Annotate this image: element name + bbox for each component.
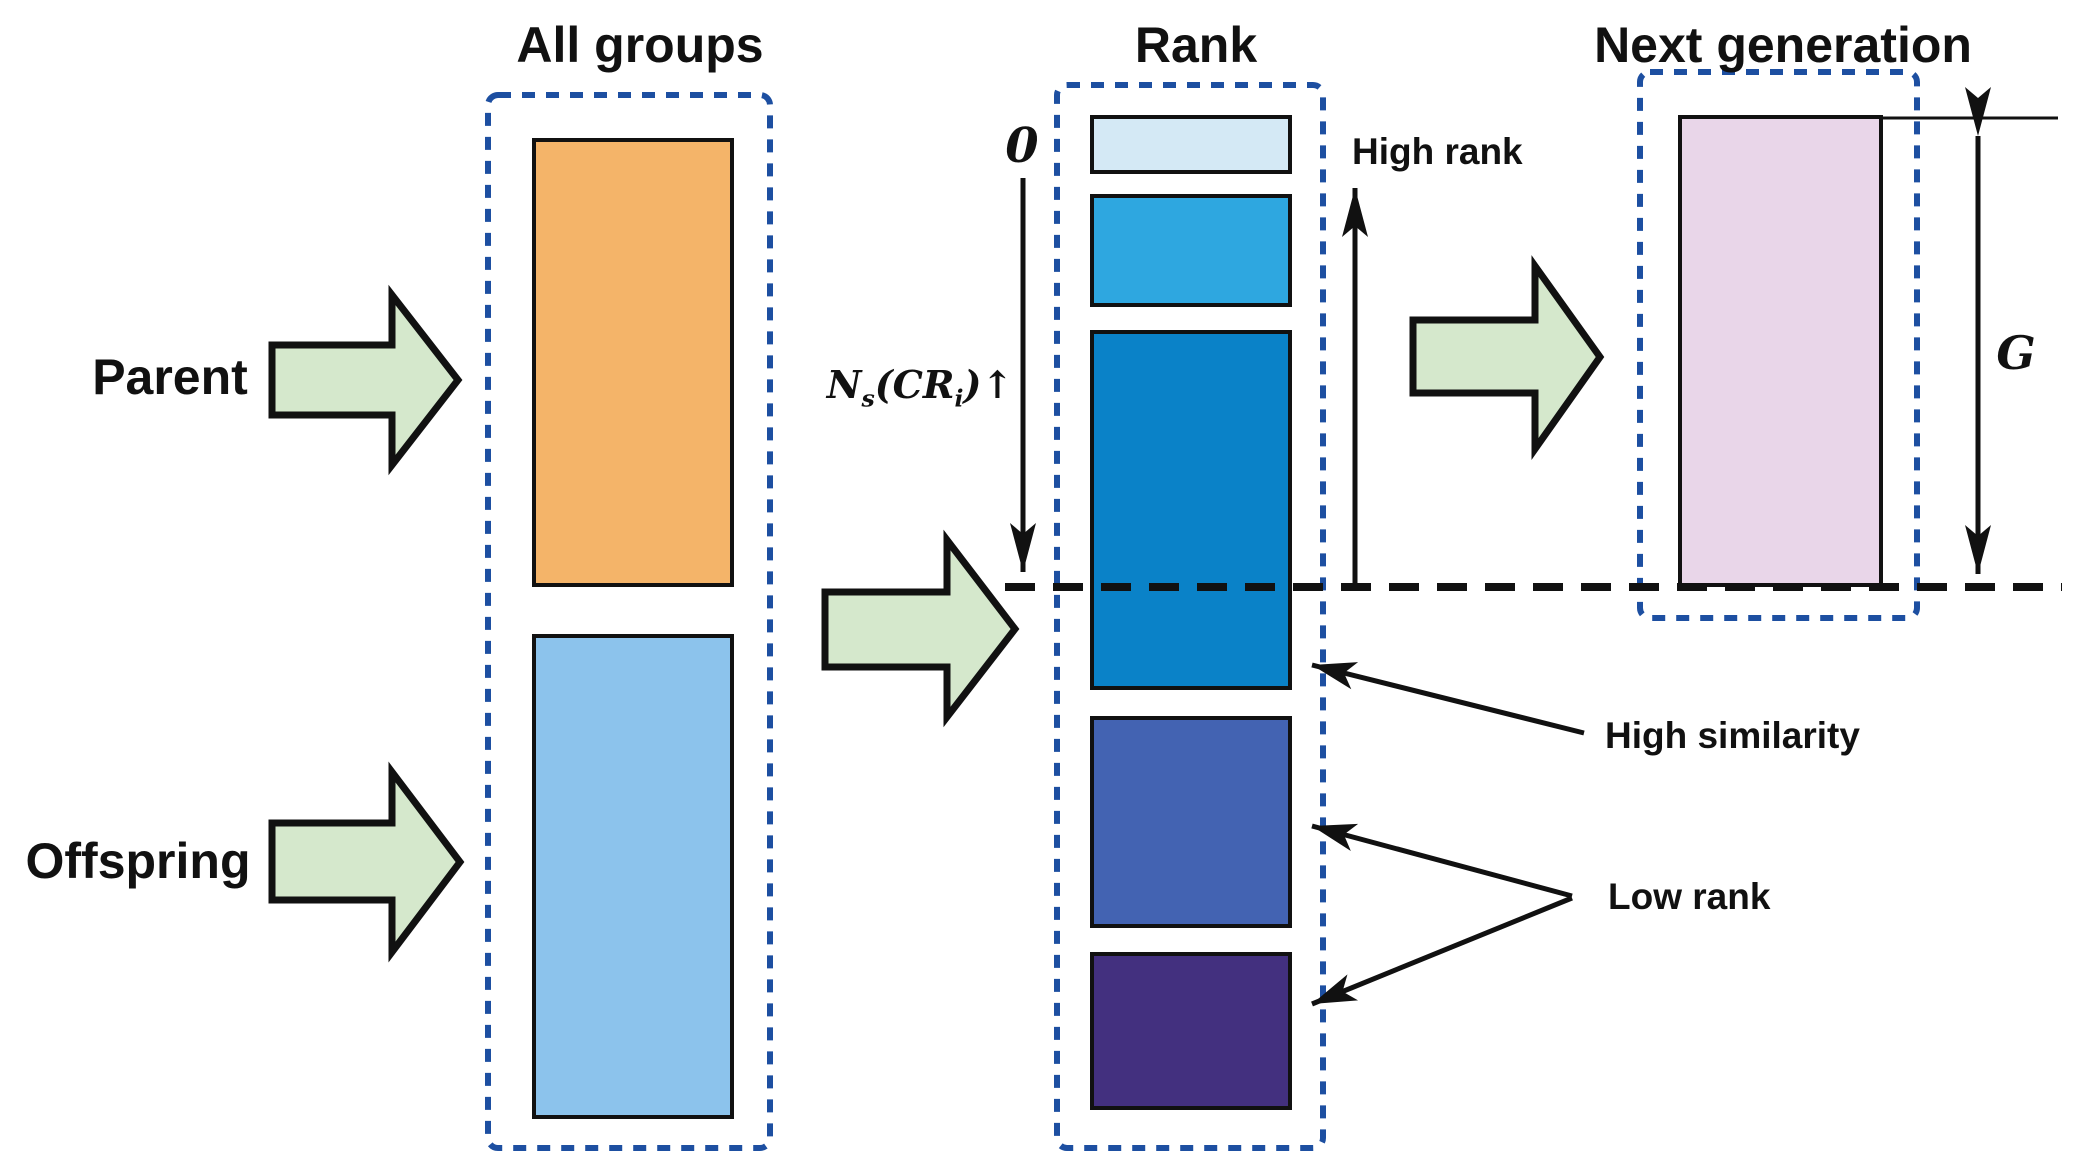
next-generation-dashed-box bbox=[1637, 69, 1920, 621]
ns-formula-sub-i: i bbox=[954, 384, 964, 413]
high-similarity-label: High similarity bbox=[1605, 715, 1860, 756]
next-generation-title: Next generation bbox=[1594, 17, 1972, 73]
ns-formula-end-arrow: )↑ bbox=[963, 362, 1014, 407]
rank-4-rect bbox=[1090, 716, 1292, 928]
g-label: G bbox=[1996, 326, 2036, 380]
rank-3-rect bbox=[1090, 330, 1292, 690]
low-rank-arrow-lower-icon bbox=[1311, 895, 1573, 1007]
offspring-label: Offspring bbox=[25, 833, 251, 889]
ns-formula-sub-s: s bbox=[861, 384, 875, 413]
high-similarity-arrow-icon bbox=[1311, 662, 1585, 736]
ns-formula-cr: (CR bbox=[874, 362, 955, 407]
parent-flow-arrow-icon bbox=[268, 284, 463, 476]
selection-flow-arrow-icon bbox=[1409, 255, 1605, 461]
all-groups-dashed-box bbox=[485, 92, 773, 1151]
offspring-group-rect bbox=[532, 634, 734, 1119]
rank-1-rect bbox=[1090, 115, 1292, 174]
high-rank-label: High rank bbox=[1352, 131, 1523, 172]
rank-title: Rank bbox=[1134, 17, 1258, 73]
rank-2-rect bbox=[1090, 194, 1292, 307]
ns-formula-n: N bbox=[826, 362, 862, 407]
zero-label: 0 bbox=[1005, 118, 1039, 174]
parent-group-rect bbox=[532, 138, 734, 587]
low-rank-arrow-upper-icon bbox=[1311, 823, 1573, 899]
offspring-flow-arrow-icon bbox=[268, 761, 465, 963]
parent-label: Parent bbox=[92, 349, 248, 405]
low-rank-label: Low rank bbox=[1608, 876, 1771, 917]
ns-cr-formula: Ns(CRi)↑ bbox=[827, 366, 1014, 411]
rank-flow-arrow-icon bbox=[821, 529, 1020, 728]
rank-dashed-box bbox=[1054, 82, 1326, 1151]
next-generation-group-rect bbox=[1678, 115, 1883, 587]
all-groups-title: All groups bbox=[516, 17, 764, 73]
rank-5-rect bbox=[1090, 952, 1292, 1110]
